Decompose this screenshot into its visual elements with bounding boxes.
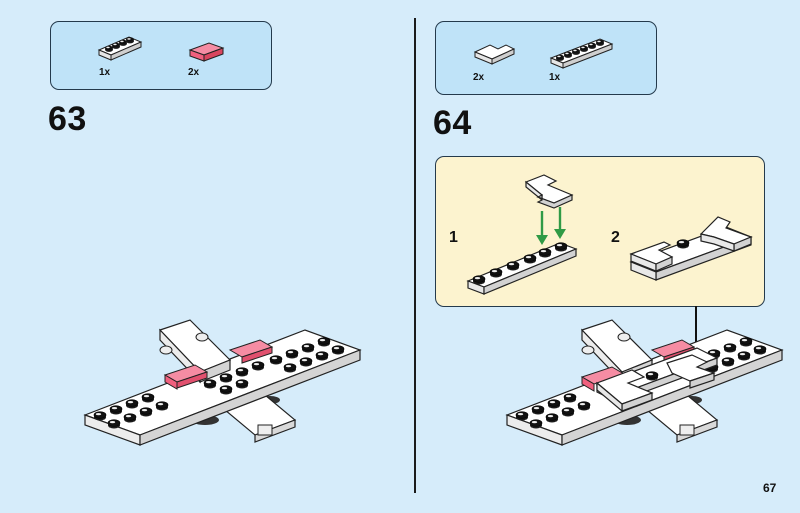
added-assembly: [595, 347, 719, 413]
airplane-model-step63: [83, 319, 362, 446]
pink-1x2-tile-icon: [188, 42, 225, 62]
substep-label: 2: [611, 229, 620, 246]
part-qty: 1x: [549, 72, 561, 83]
parts-list-64: 2x 1x: [435, 21, 657, 95]
part-qty: 2x: [188, 67, 200, 78]
step-divider: [414, 18, 416, 493]
green-arrow-icon: [536, 207, 566, 245]
page-number: 67: [763, 481, 777, 495]
substep1-diagram: [466, 174, 578, 295]
white-1x4-plate-icon: [97, 36, 143, 61]
airplane-model-step64: [505, 319, 784, 446]
part-qty: 1x: [99, 67, 111, 78]
step-number: 64: [433, 104, 472, 142]
substep-callout: 1 2: [435, 156, 765, 307]
step-number: 63: [48, 100, 87, 138]
part-qty: 2x: [473, 72, 485, 83]
substep-label: 1: [449, 229, 458, 246]
parts-list-63: 1x 2x: [50, 21, 272, 90]
substep2-diagram: [629, 216, 753, 281]
white-1x6-plate-icon: [549, 38, 614, 69]
white-corner-plate-icon: [473, 44, 516, 65]
